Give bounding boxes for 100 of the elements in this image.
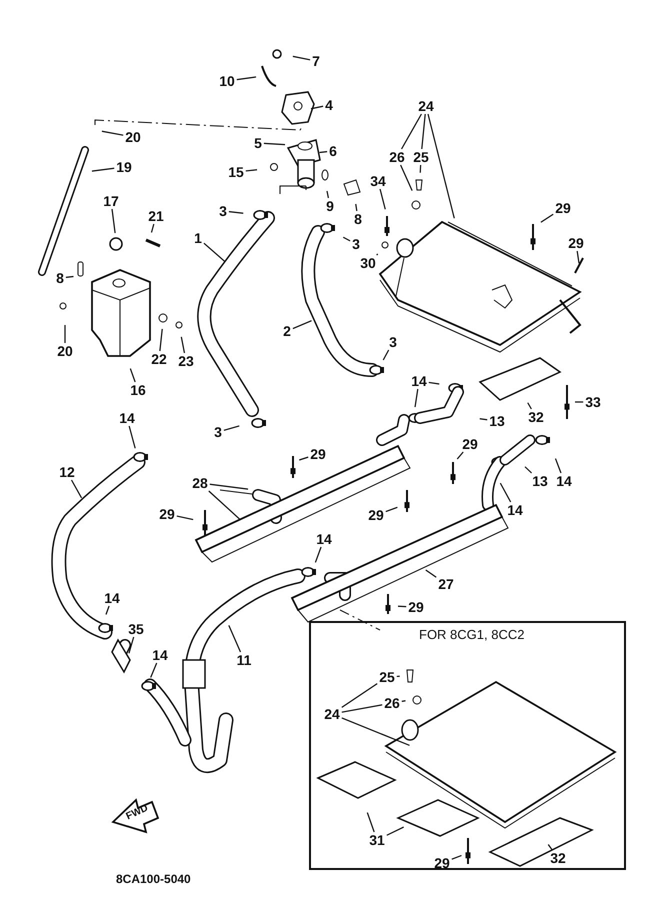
callout-number: 17 [102, 194, 120, 208]
callout-number: 6 [328, 144, 338, 158]
callout-number: 10 [218, 74, 236, 88]
panel-heading: FOR 8CG1, 8CC2 [419, 626, 524, 644]
leader-line [310, 106, 324, 110]
callout-number: 3 [213, 425, 223, 439]
leader-line [414, 388, 418, 408]
callout-number: 29 [309, 447, 327, 461]
leader-line [128, 636, 134, 654]
leader-line [66, 276, 74, 278]
callout-number: 28 [191, 476, 209, 490]
leader-line [540, 214, 554, 223]
leader-line [576, 250, 580, 264]
leader-line [102, 130, 124, 136]
leader-line [398, 606, 406, 608]
callout-number: 24 [417, 99, 435, 113]
variant-panel [309, 621, 626, 870]
callout-number: 34 [369, 174, 387, 188]
callout-number: 11 [236, 653, 252, 667]
leader-line [456, 452, 464, 460]
leader-line [341, 683, 378, 708]
leader-line [400, 164, 413, 191]
callout-number: 29 [407, 600, 425, 614]
callout-number: 22 [150, 352, 168, 366]
callout-number: 1 [193, 231, 203, 245]
leader-line [180, 336, 186, 354]
callout-number: 7 [311, 54, 321, 68]
callout-number: 12 [58, 465, 76, 479]
callout-number: 15 [227, 165, 245, 179]
leader-line [299, 456, 308, 461]
leader-line [402, 700, 406, 702]
callout-number: 29 [433, 856, 451, 870]
callout-number: 3 [388, 335, 398, 349]
leader-line [427, 114, 455, 218]
leader-line [554, 458, 562, 474]
callout-number: 26 [388, 150, 406, 164]
leader-line [425, 570, 437, 578]
leader-line [292, 320, 312, 330]
leader-line [105, 606, 110, 615]
callout-number: 19 [115, 160, 133, 174]
leader-line [342, 704, 382, 713]
callout-number: 29 [567, 236, 585, 250]
leader-line [420, 164, 422, 173]
callout-number: 9 [325, 199, 335, 213]
leader-line [342, 717, 410, 746]
leader-line [452, 854, 462, 860]
leader-line [500, 482, 512, 502]
callout-number: 14 [118, 411, 136, 425]
leader-line [480, 418, 488, 420]
leader-line [548, 844, 553, 850]
callout-number: 14 [151, 648, 169, 662]
leader-line [176, 515, 194, 520]
leader-line [159, 328, 163, 352]
leader-line [355, 204, 358, 212]
callout-number: 23 [177, 354, 195, 368]
callout-number: 33 [584, 395, 602, 409]
callout-number: 31 [368, 833, 386, 847]
leader-line [319, 151, 328, 154]
callout-number: 3 [218, 204, 228, 218]
leader-line [264, 142, 286, 146]
callout-number: 21 [147, 209, 165, 223]
leader-line [342, 236, 350, 242]
leader-line [401, 114, 422, 150]
leader-line [224, 425, 240, 431]
callout-number: 25 [412, 150, 430, 164]
leader-line [92, 168, 114, 172]
leader-line [326, 190, 329, 198]
leader-line [208, 490, 240, 520]
leader-line [111, 208, 116, 234]
leader-line [527, 402, 532, 410]
callout-number: 20 [56, 344, 74, 358]
leader-line [130, 368, 136, 382]
leader-line [524, 466, 532, 474]
callout-number: 14 [103, 591, 121, 605]
leader-line [575, 401, 584, 403]
leader-line [366, 812, 375, 832]
callout-number: 20 [124, 130, 142, 144]
leader-line [421, 114, 426, 150]
callout-number: 3 [351, 237, 361, 251]
leader-line [210, 484, 248, 490]
callout-number: 25 [378, 670, 396, 684]
callout-number: 13 [531, 474, 549, 488]
leader-line [386, 506, 398, 512]
callout-number: 24 [323, 707, 341, 721]
leader-line [150, 224, 154, 233]
leader-line [128, 426, 136, 448]
callout-number: 29 [461, 437, 479, 451]
leader-line [314, 546, 322, 563]
leader-line [246, 169, 258, 172]
leader-line [204, 242, 226, 262]
callout-number: 16 [129, 383, 147, 397]
callout-number: 4 [324, 98, 334, 112]
leader-line [70, 480, 82, 498]
leader-line [379, 188, 386, 210]
callout-number: 26 [383, 696, 401, 710]
leader-line [228, 211, 244, 214]
callout-number: 32 [527, 410, 545, 424]
callout-number: 29 [158, 507, 176, 521]
callout-number: 8 [55, 271, 65, 285]
leader-line [236, 76, 256, 80]
